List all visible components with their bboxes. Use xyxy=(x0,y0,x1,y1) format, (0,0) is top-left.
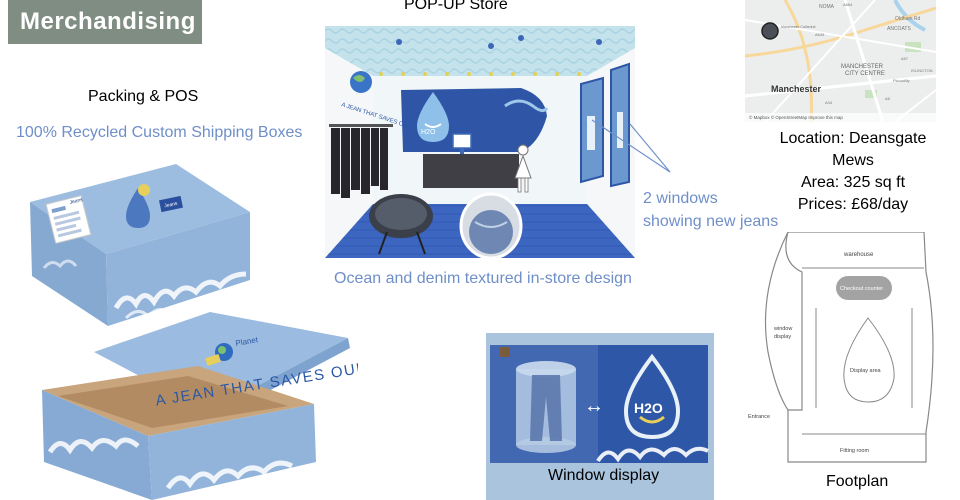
footplan-warehouse-label: warehouse xyxy=(843,252,874,258)
footplan-display-area-label: Display area xyxy=(850,368,882,374)
window-arrow-icon: ↔ xyxy=(584,395,604,417)
location-line1: Location: Deansgate xyxy=(779,130,927,147)
footplan-window-label-2: display xyxy=(774,334,791,340)
box-card-badge: Jeans xyxy=(164,201,179,210)
location-info: Location: Deansgate Mews Area: 325 sq ft… xyxy=(742,128,960,216)
window-drop-label: H2O xyxy=(634,400,663,416)
map-label-a664: A664 xyxy=(843,2,853,7)
footplan-checkout-label: Checkout counter xyxy=(840,286,883,292)
location-map[interactable]: NOMA A664 Oldham Rd ANCOATS MANCHESTER C… xyxy=(745,0,936,122)
map-attribution[interactable]: © Mapbox © OpenStreetMap Improve this ma… xyxy=(749,114,843,120)
windows-note: 2 windows showing new jeans xyxy=(643,187,778,233)
map-label-a6: A6 xyxy=(885,96,891,101)
location-line2: Mews xyxy=(832,152,874,169)
location-prices: Prices: £68/day xyxy=(797,196,909,213)
map-label-a57: A57 xyxy=(901,56,909,61)
popup-store-illustration: H2O A JEAN THAT SAVES OUR xyxy=(325,26,635,258)
map-label-manchester-caps: MANCHESTER xyxy=(841,64,884,70)
map-label-oldham: Oldham Rd xyxy=(895,16,921,22)
closed-shipping-box-image: Jeans Jeans xyxy=(26,158,252,326)
map-label-ancoats: ANCOATS xyxy=(887,26,911,32)
windows-pointer-lines xyxy=(591,119,671,173)
map-label-piccadilly: Piccadilly xyxy=(893,78,910,83)
window-display-panel: H2O ↔ xyxy=(486,333,714,500)
box-brand: Planet xyxy=(235,335,260,348)
footplan-entrance-label: Entrance xyxy=(748,414,770,420)
location-area: Area: 325 sq ft xyxy=(800,174,906,191)
box-card-title: Jeans xyxy=(69,197,84,206)
map-label-a635: A635 xyxy=(815,32,825,37)
store-design-caption: Ocean and denim textured in-store design xyxy=(334,270,632,287)
popup-store-heading: POP-UP Store xyxy=(404,0,508,13)
footplan-fitting-room-label: Fitting room xyxy=(840,448,869,454)
map-label-cathedral: Manchester Cathedral xyxy=(781,25,816,29)
store-drop-label: H2O xyxy=(421,129,436,136)
map-label-city-centre: CITY CENTRE xyxy=(845,71,885,77)
footplan-diagram: warehouse Checkout counter window displa… xyxy=(748,231,944,470)
packing-heading: Packing & POS xyxy=(88,88,199,105)
footplan-window-label-1: window xyxy=(773,326,792,332)
boxes-heading: 100% Recycled Custom Shipping Boxes xyxy=(16,124,303,141)
section-title: Merchandising xyxy=(8,0,202,44)
footplan-caption: Footplan xyxy=(826,473,889,490)
map-label-noma: NOMA xyxy=(819,4,835,10)
windows-note-line1: 2 windows xyxy=(643,190,718,207)
map-label-a34: A34 xyxy=(825,100,833,105)
open-shipping-box-image: A JEAN THAT SAVES OUR Planet xyxy=(28,312,370,500)
map-label-manchester: Manchester xyxy=(771,84,822,94)
map-label-islington: ISLINGTON xyxy=(911,68,933,73)
windows-note-line2: showing new jeans xyxy=(643,213,779,230)
window-display-caption: Window display xyxy=(548,467,660,484)
